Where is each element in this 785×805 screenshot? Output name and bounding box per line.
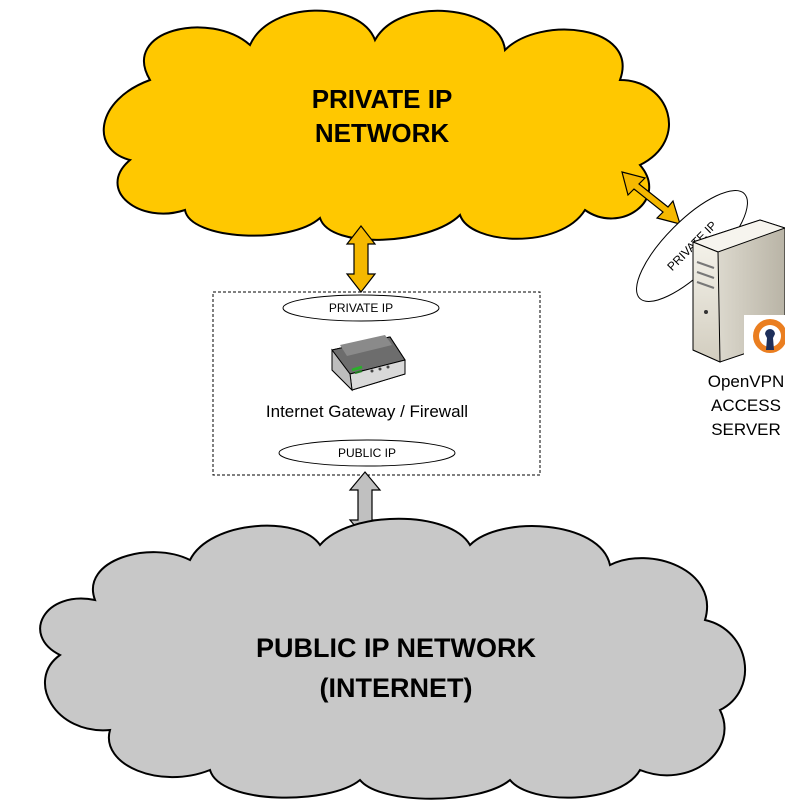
vpn-label-line2: ACCESS [711, 396, 781, 415]
vpn-label-line1: OpenVPN [708, 372, 785, 391]
gateway-public-ip-tag: PUBLIC IP [278, 439, 456, 467]
openvpn-logo [744, 315, 785, 357]
private-network-title-line1: PRIVATE IP [312, 84, 453, 114]
public-network-title-line1: PUBLIC IP NETWORK [256, 633, 537, 663]
gateway-private-ip-label: PRIVATE IP [329, 301, 393, 315]
public-network-cloud: PUBLIC IP NETWORK (INTERNET) [39, 517, 746, 800]
private-network-cloud: PRIVATE IP NETWORK [102, 9, 670, 241]
gateway-public-ip-label: PUBLIC IP [338, 446, 396, 460]
router-icon [331, 335, 406, 392]
vpn-label-line3: SERVER [711, 420, 781, 439]
public-network-title-line2: (INTERNET) [320, 673, 473, 703]
gateway-private-ip-tag: PRIVATE IP [282, 294, 440, 322]
server-icon [691, 219, 785, 363]
gateway-device-label: Internet Gateway / Firewall [266, 402, 468, 421]
private-network-title-line2: NETWORK [315, 118, 450, 148]
private-gateway-arrow [345, 225, 377, 293]
